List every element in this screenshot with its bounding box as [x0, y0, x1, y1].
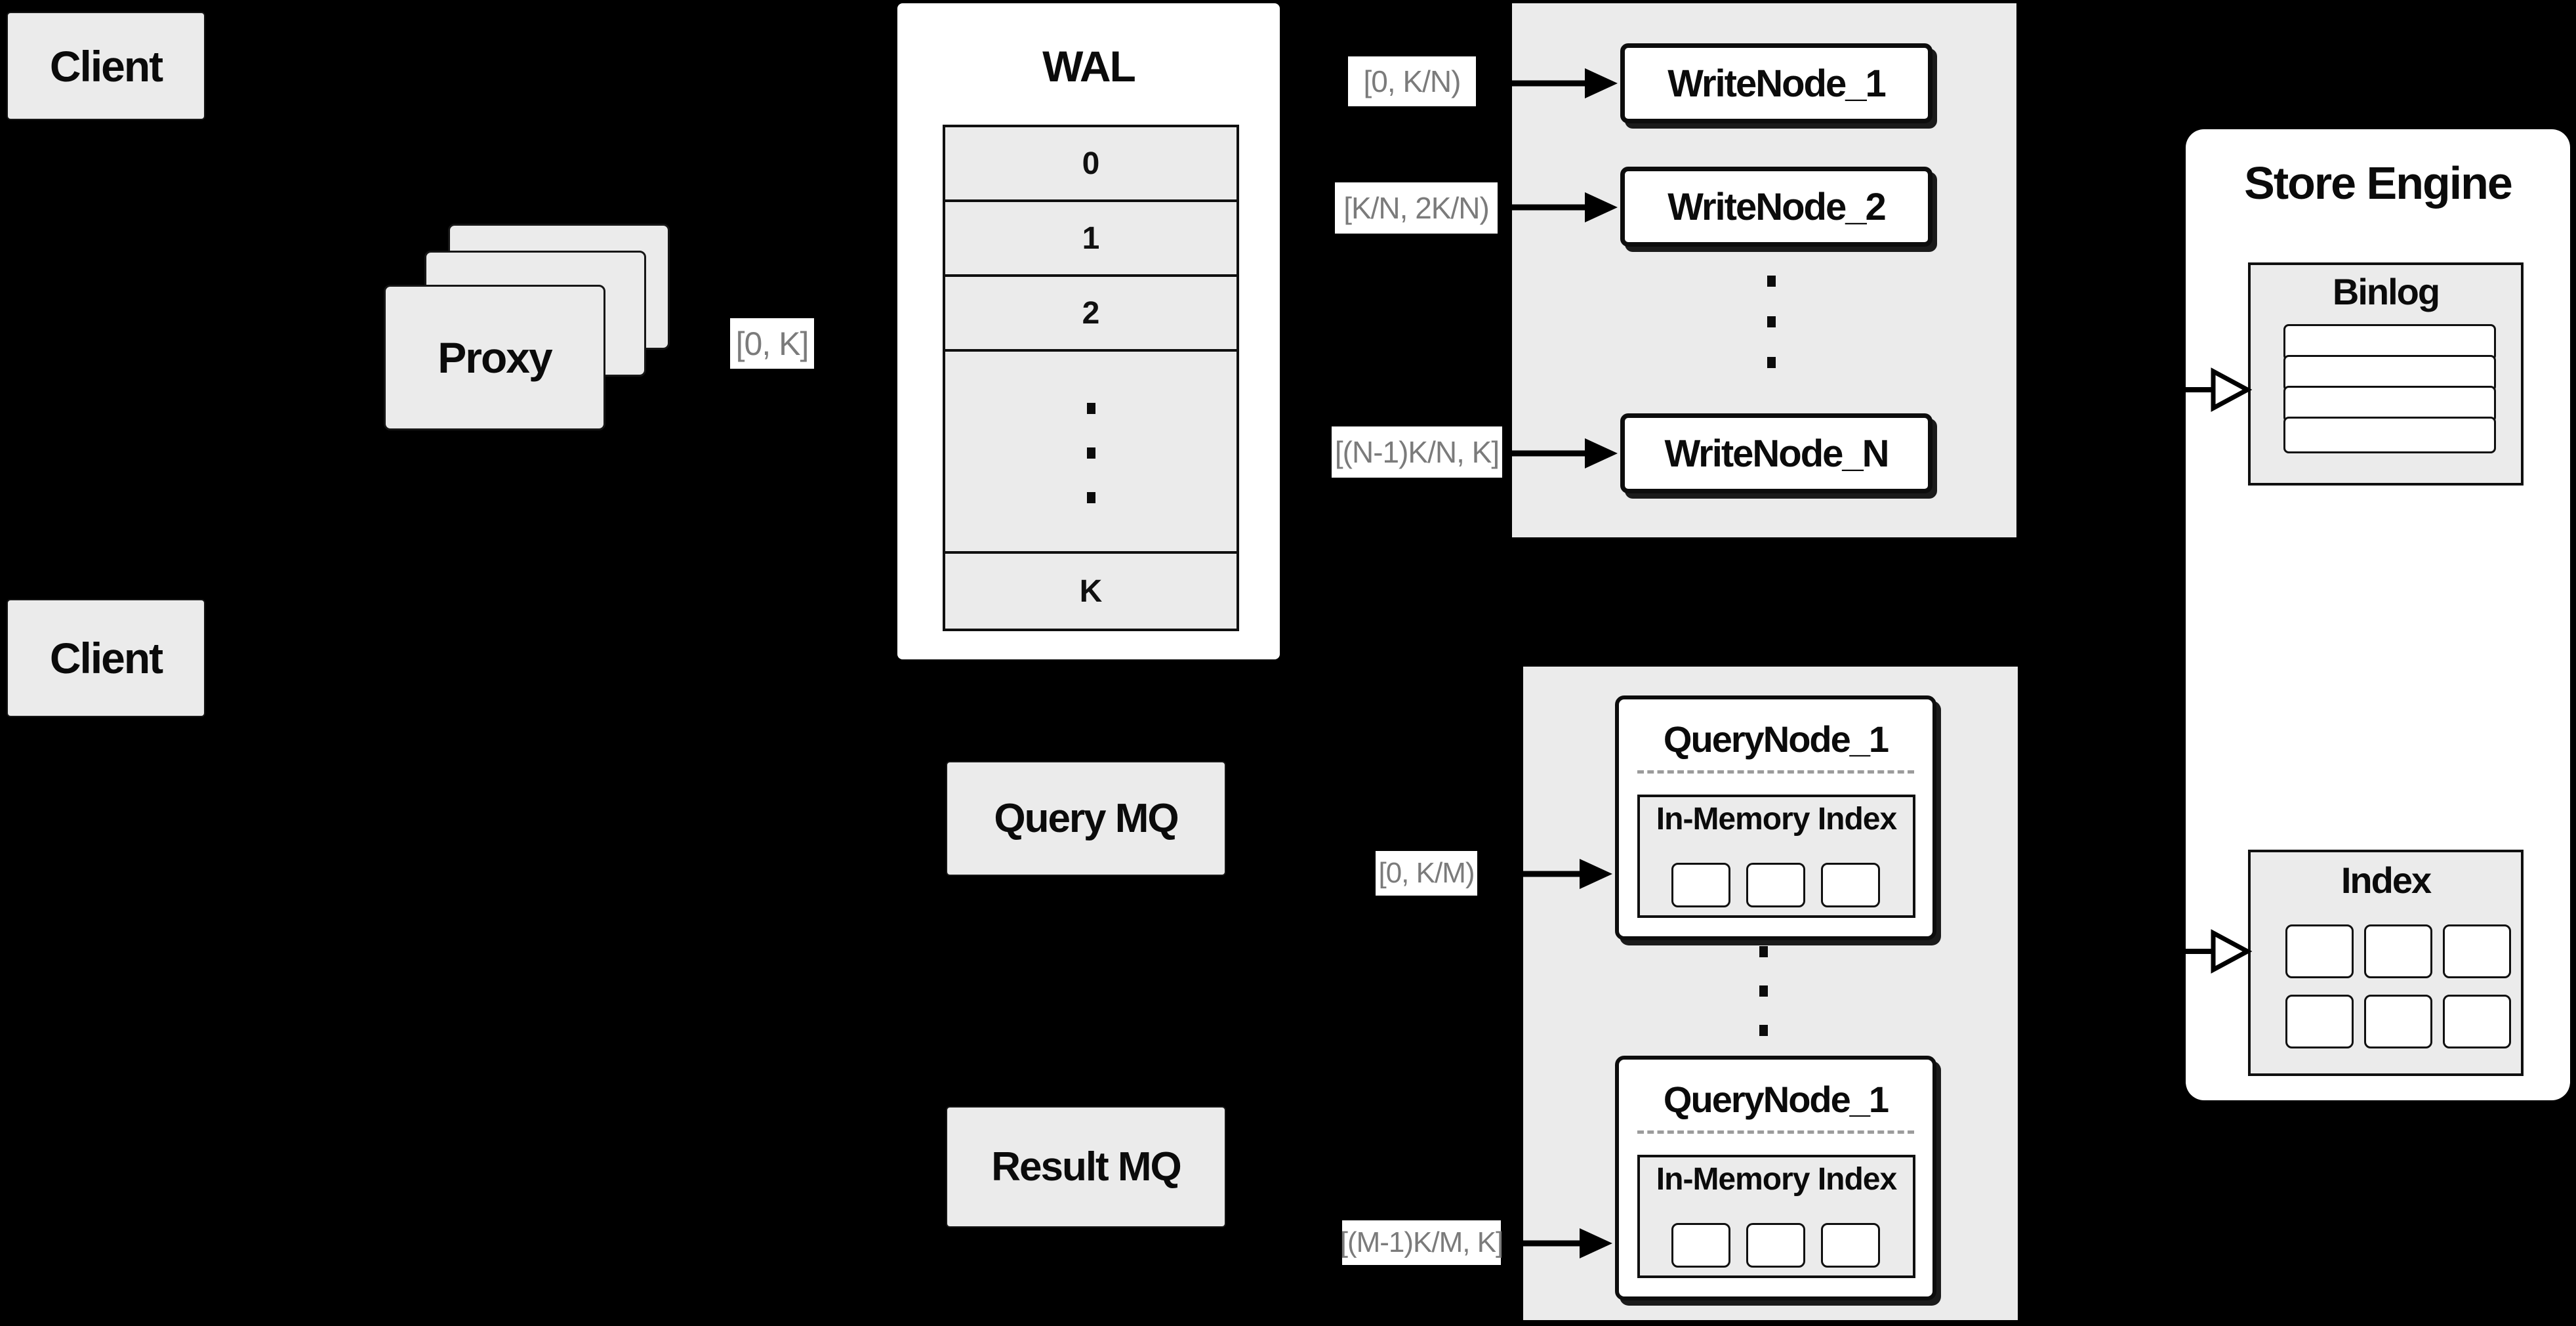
in-memory-index-title-1-text: In-Memory Index	[1656, 802, 1897, 837]
in-memory-index-title-2-text: In-Memory Index	[1656, 1162, 1897, 1197]
wal-title-text: WAL	[1042, 42, 1136, 91]
in-memory-segment	[1671, 863, 1730, 907]
proxy-label: Proxy	[438, 333, 552, 382]
querynode-1-box: QueryNode_1 In-Memory Index	[1615, 695, 1936, 940]
client-top-label: Client	[49, 41, 163, 91]
store-engine-title-text: Store Engine	[2244, 157, 2513, 209]
wal-segment-row: 2	[945, 277, 1237, 352]
writenode-2-label: WriteNode_2	[1667, 185, 1886, 228]
range-label-writenode-2-text: [K/N, 2K/N)	[1343, 191, 1490, 225]
arrow-to-binlog	[2165, 367, 2253, 412]
index-title: Index	[2251, 859, 2521, 901]
ellipsis-dot-icon	[1767, 316, 1776, 327]
index-segment	[2364, 924, 2432, 978]
in-memory-segment	[1746, 863, 1805, 907]
in-memory-segment	[1671, 1223, 1730, 1268]
in-memory-segment	[1746, 1223, 1805, 1268]
range-label-writenode-1-text: [0, K/N)	[1363, 64, 1462, 98]
store-engine-title: Store Engine	[2186, 157, 2570, 209]
query-mq-label: Query MQ	[994, 796, 1179, 841]
querynode-2-title: QueryNode_1	[1619, 1078, 1932, 1121]
range-label-writenode-n: [(N-1)K/N, K]	[1332, 426, 1502, 478]
ellipsis-dot-icon	[1087, 447, 1095, 459]
range-label-writenode-1: [0, K/N)	[1348, 56, 1476, 106]
in-memory-segment	[1821, 1223, 1880, 1268]
querynode-1-divider	[1637, 770, 1914, 774]
index-segment	[2285, 924, 2354, 978]
querynode-2-box: QueryNode_1 In-Memory Index	[1615, 1056, 1936, 1300]
arrow-to-writenode-2	[1499, 192, 1618, 222]
range-label-proxy-out-text: [0, K]	[735, 325, 809, 362]
binlog-title: Binlog	[2251, 270, 2521, 313]
wal-panel: WAL 0 1 2 K	[897, 3, 1280, 659]
wal-segment-1: 1	[1082, 220, 1100, 256]
writenode-1-box: WriteNode_1	[1620, 43, 1932, 123]
writenode-n-label: WriteNode_N	[1664, 432, 1889, 475]
arrow-to-querynode-2	[1502, 1228, 1612, 1258]
ellipsis-dot-icon	[1759, 946, 1768, 957]
range-label-proxy-out: [0, K]	[730, 318, 814, 369]
result-mq-box: Result MQ	[946, 1106, 1226, 1228]
querynode-1-title-text: QueryNode_1	[1663, 718, 1889, 760]
range-label-querynode-2-text: [(M-1)K/M, K]	[1339, 1226, 1504, 1258]
result-mq-label: Result MQ	[991, 1144, 1182, 1190]
in-memory-index-title-2: In-Memory Index	[1640, 1161, 1913, 1197]
range-label-querynode-1-text: [0, K/M)	[1378, 857, 1475, 889]
querynode-2-divider	[1637, 1130, 1914, 1134]
ellipsis-dot-icon	[1759, 985, 1768, 997]
index-segment	[2443, 995, 2511, 1048]
wal-ellipsis-row	[945, 352, 1237, 554]
ellipsis-dot-icon	[1767, 357, 1776, 368]
index-segment	[2285, 995, 2354, 1048]
wal-title: WAL	[897, 41, 1280, 91]
querynode-1-title: QueryNode_1	[1619, 718, 1932, 760]
arrow-to-index	[2165, 929, 2253, 974]
arrow-to-querynode-1	[1477, 859, 1612, 889]
range-label-querynode-1: [0, K/M)	[1376, 851, 1477, 896]
in-memory-index-title-1: In-Memory Index	[1640, 801, 1913, 837]
writenode-2-box: WriteNode_2	[1620, 167, 1932, 247]
client-box-bottom: Client	[7, 599, 205, 717]
ellipsis-dot-icon	[1087, 403, 1095, 414]
index-title-text: Index	[2341, 860, 2432, 901]
index-segment	[2364, 995, 2432, 1048]
wal-segment-k: K	[1079, 573, 1103, 609]
wal-segment-2: 2	[1082, 295, 1100, 331]
ellipsis-dot-icon	[1087, 492, 1095, 503]
arrow-to-writenode-1	[1476, 68, 1618, 98]
wal-segment-table: 0 1 2 K	[943, 125, 1239, 631]
client-bottom-label: Client	[49, 634, 163, 682]
binlog-row	[2283, 324, 2496, 361]
range-label-writenode-2: [K/N, 2K/N)	[1335, 182, 1498, 234]
query-mq-box: Query MQ	[946, 761, 1226, 876]
in-memory-index-box-1: In-Memory Index	[1637, 795, 1915, 918]
store-engine-panel: Store Engine Binlog Index	[2186, 129, 2570, 1100]
index-segment	[2443, 924, 2511, 978]
binlog-title-text: Binlog	[2332, 271, 2440, 312]
arrow-to-writenode-n	[1503, 438, 1618, 468]
wal-segment-0: 0	[1082, 146, 1100, 181]
binlog-box: Binlog	[2248, 262, 2524, 486]
wal-last-segment-row: K	[945, 554, 1237, 629]
writenode-n-box: WriteNode_N	[1620, 413, 1932, 493]
client-box-top: Client	[7, 12, 205, 120]
writenode-1-label: WriteNode_1	[1667, 62, 1886, 105]
binlog-row	[2283, 417, 2496, 453]
range-label-writenode-n-text: [(N-1)K/N, K]	[1334, 435, 1500, 469]
wal-segment-row: 0	[945, 127, 1237, 202]
ellipsis-dot-icon	[1759, 1025, 1768, 1036]
ellipsis-dot-icon	[1767, 276, 1776, 287]
querynode-2-title-text: QueryNode_1	[1663, 1079, 1889, 1120]
in-memory-segment	[1821, 863, 1880, 907]
range-label-querynode-2: [(M-1)K/M, K]	[1339, 1220, 1504, 1265]
proxy-box: Proxy	[384, 285, 605, 430]
in-memory-index-box-2: In-Memory Index	[1637, 1155, 1915, 1278]
wal-segment-row: 1	[945, 202, 1237, 277]
index-box: Index	[2248, 850, 2524, 1076]
